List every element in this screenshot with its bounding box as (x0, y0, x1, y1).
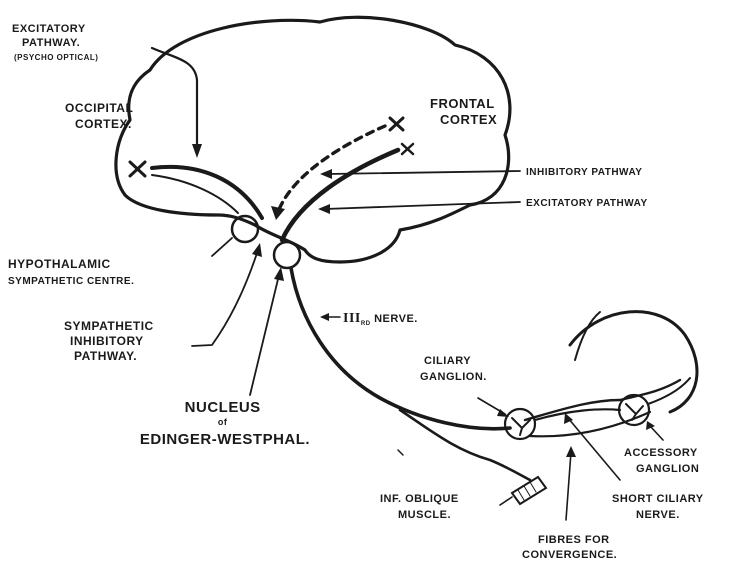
inf-oblique-label: INF. OBLIQUE MUSCLE. (380, 493, 462, 521)
accessory-ganglion-circle (619, 395, 649, 425)
nucleus-pointer (250, 275, 279, 395)
excitatory-pathway-arrowhead (318, 204, 330, 214)
third-nerve-lower-branch (400, 410, 530, 480)
accessory-ganglion-label: ACCESSORY GANGLION (624, 447, 701, 475)
nucleus-pointer-head (274, 267, 284, 281)
frontal-x-marker-upper (390, 118, 403, 130)
sympathetic-inhibitory-label: SYMPATHETIC INHIBITORY PATHWAY. (64, 319, 158, 363)
ciliary-ganglion-label: CILIARY GANGLION. (420, 355, 487, 383)
brain-outline (116, 17, 510, 262)
accessory-ganglion-pointer-head (646, 421, 655, 430)
stray-mark (398, 450, 403, 455)
excitatory-top-arrow (152, 48, 197, 150)
inhibitory-dashed-path (278, 126, 385, 212)
nucleus-label: NUCLEUS of EDINGER-WESTPHAL. (140, 399, 310, 448)
occipital-cortex-label: OCCIPITAL CORTEX. (65, 101, 137, 131)
excitatory-pathway-arrow-line (325, 202, 520, 209)
accessory-ganglion-pointer (650, 426, 663, 440)
fibres-pointer-head (566, 446, 576, 457)
frontal-x-marker-lower (402, 144, 413, 154)
sympathetic-pointer (192, 250, 258, 346)
hypothalamic-pointer (212, 238, 232, 256)
excitatory-top-arrowhead (192, 144, 202, 158)
inhibitory-pathway-label: INHIBITORY PATHWAY (526, 167, 642, 178)
fibres-pointer (566, 452, 571, 520)
hypothalamic-centre-label: HYPOTHALAMIC SYMPATHETIC CENTRE. (8, 257, 134, 287)
inhibitory-dashed-arrowhead (271, 206, 285, 220)
inhibitory-pathway-arrowhead (320, 169, 332, 179)
short-ciliary-pointer (568, 418, 620, 480)
inf-oblique-muscle (512, 477, 546, 504)
third-nerve-label: IIIRD NERVE. (343, 311, 418, 327)
inf-oblique-pointer (500, 497, 512, 505)
excitatory-pathway-top-label: EXCITATORY PATHWAY. (PSYCHO OPTICAL) (12, 23, 98, 62)
sympathetic-pointer-head (252, 243, 262, 257)
fibres-convergence-label: FIBRES FOR CONVERGENCE. (522, 534, 617, 561)
short-ciliary-label: SHORT CILIARY NERVE. (612, 493, 707, 521)
occipital-x-marker (130, 162, 145, 176)
edinger-westphal-circle (274, 242, 300, 268)
third-nerve-trunk (291, 268, 510, 429)
excitatory-pathway-right-label: EXCITATORY PATHWAY (526, 198, 648, 209)
third-nerve-arrowhead (320, 313, 329, 321)
frontal-cortex-label: FRONTAL CORTEX (430, 96, 499, 127)
frontal-solid-path (282, 150, 398, 240)
